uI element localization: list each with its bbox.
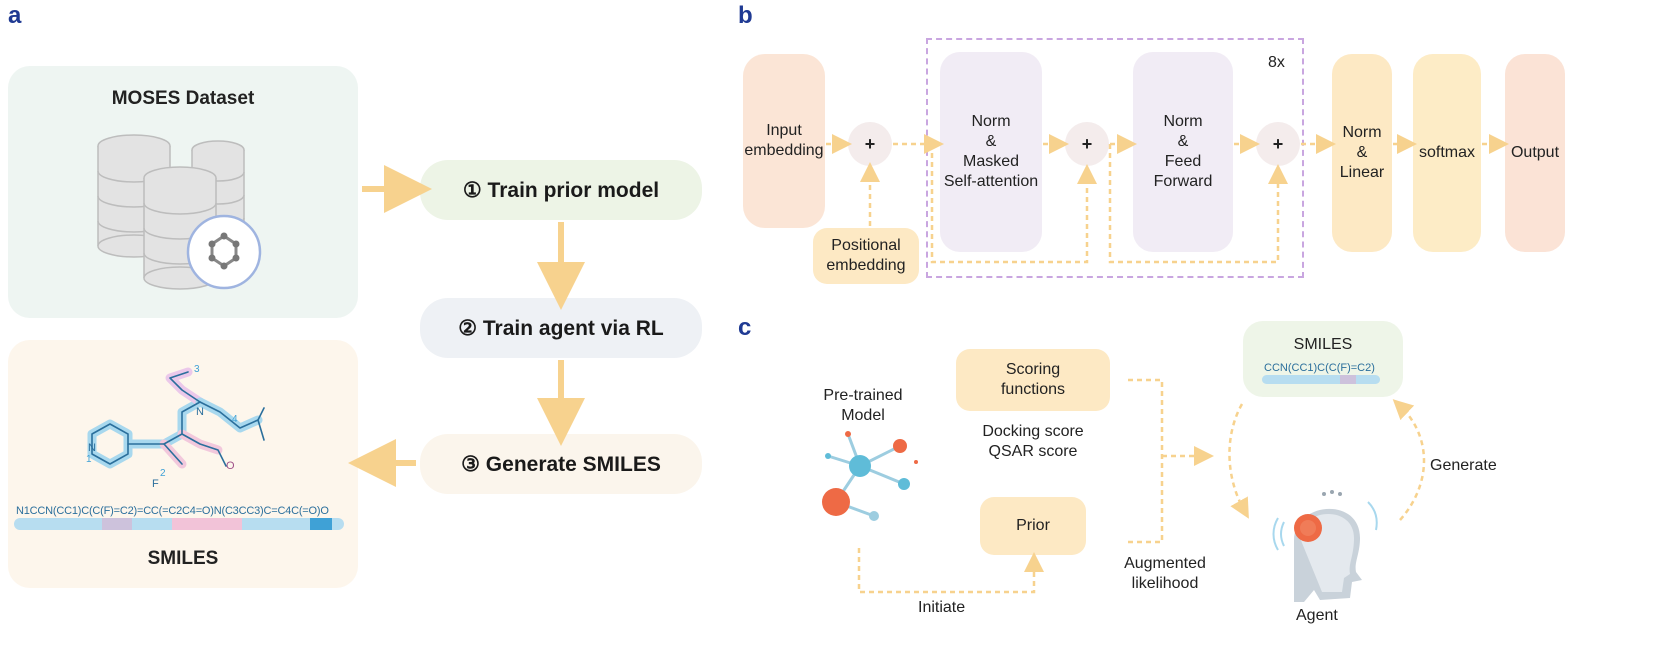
plus-node-2: + <box>1065 122 1109 166</box>
smiles-title-a: SMILES <box>147 548 219 569</box>
plus-node-3: + <box>1256 122 1300 166</box>
robot-agent-icon <box>1272 490 1378 602</box>
mol-label-n2: N <box>196 406 204 418</box>
database-icon <box>97 134 262 290</box>
pretrained-model-label: Pre-trained Model <box>823 387 903 424</box>
score-types: Docking score QSAR score <box>982 423 1084 460</box>
smiles-card-c <box>1243 321 1403 397</box>
input-embedding-box: Input embedding <box>743 54 825 228</box>
mol-label-f: F <box>152 478 159 490</box>
agent-label: Agent <box>1296 607 1338 624</box>
step-generate-smiles-label: ③ Generate SMILES <box>461 452 661 476</box>
smiles-title-c: SMILES <box>1293 336 1353 353</box>
scoring-functions-box: Scoring functions <box>956 349 1110 411</box>
mol-num-3: 3 <box>194 364 200 375</box>
panel-label-b: b <box>738 2 753 29</box>
network-graph-icon <box>822 431 918 521</box>
positional-embedding-box: Positional embedding <box>813 228 919 284</box>
smiles-bar-a <box>14 518 344 530</box>
panel-label-c: c <box>738 314 752 341</box>
repeat-count: 8x <box>1268 54 1285 71</box>
molecule-structure <box>87 367 265 469</box>
augmented-likelihood-label: Augmented likelihood <box>1124 555 1206 592</box>
mol-num-2: 2 <box>160 468 166 479</box>
step-train-agent-label: ② Train agent via RL <box>458 316 664 340</box>
smiles-bar-c <box>1262 375 1380 384</box>
smiles-string-a: N1CCN(CC1)C(C(F)=C2)=CC(=C2C4=O)N(C3CC3)… <box>16 505 329 517</box>
mol-label-n1: N <box>88 442 96 454</box>
plus-node-1: + <box>848 122 892 166</box>
mol-num-4: 4 <box>232 414 238 425</box>
initiate-label: Initiate <box>918 599 966 616</box>
generate-label: Generate <box>1430 457 1497 474</box>
output-box: Output <box>1505 54 1565 252</box>
attention-block: Norm & Masked Self-attention <box>940 52 1042 252</box>
feedforward-block: Norm & Feed Forward <box>1133 52 1233 252</box>
dataset-title: MOSES Dataset <box>111 88 255 109</box>
panel-label-a: a <box>8 2 22 29</box>
mol-num-1: 1 <box>86 454 92 465</box>
repeat-block-border <box>926 38 1304 278</box>
step-train-prior-label: ① Train prior model <box>462 178 660 202</box>
prior-box: Prior <box>980 497 1086 555</box>
norm-linear-box: Norm & Linear <box>1332 54 1392 252</box>
smiles-string-c: CCN(CC1)C(C(F)=C2) <box>1264 362 1375 374</box>
softmax-box: softmax <box>1413 54 1481 252</box>
step-train-prior: ① Train prior model <box>420 160 702 220</box>
mol-label-o: O <box>226 460 235 472</box>
